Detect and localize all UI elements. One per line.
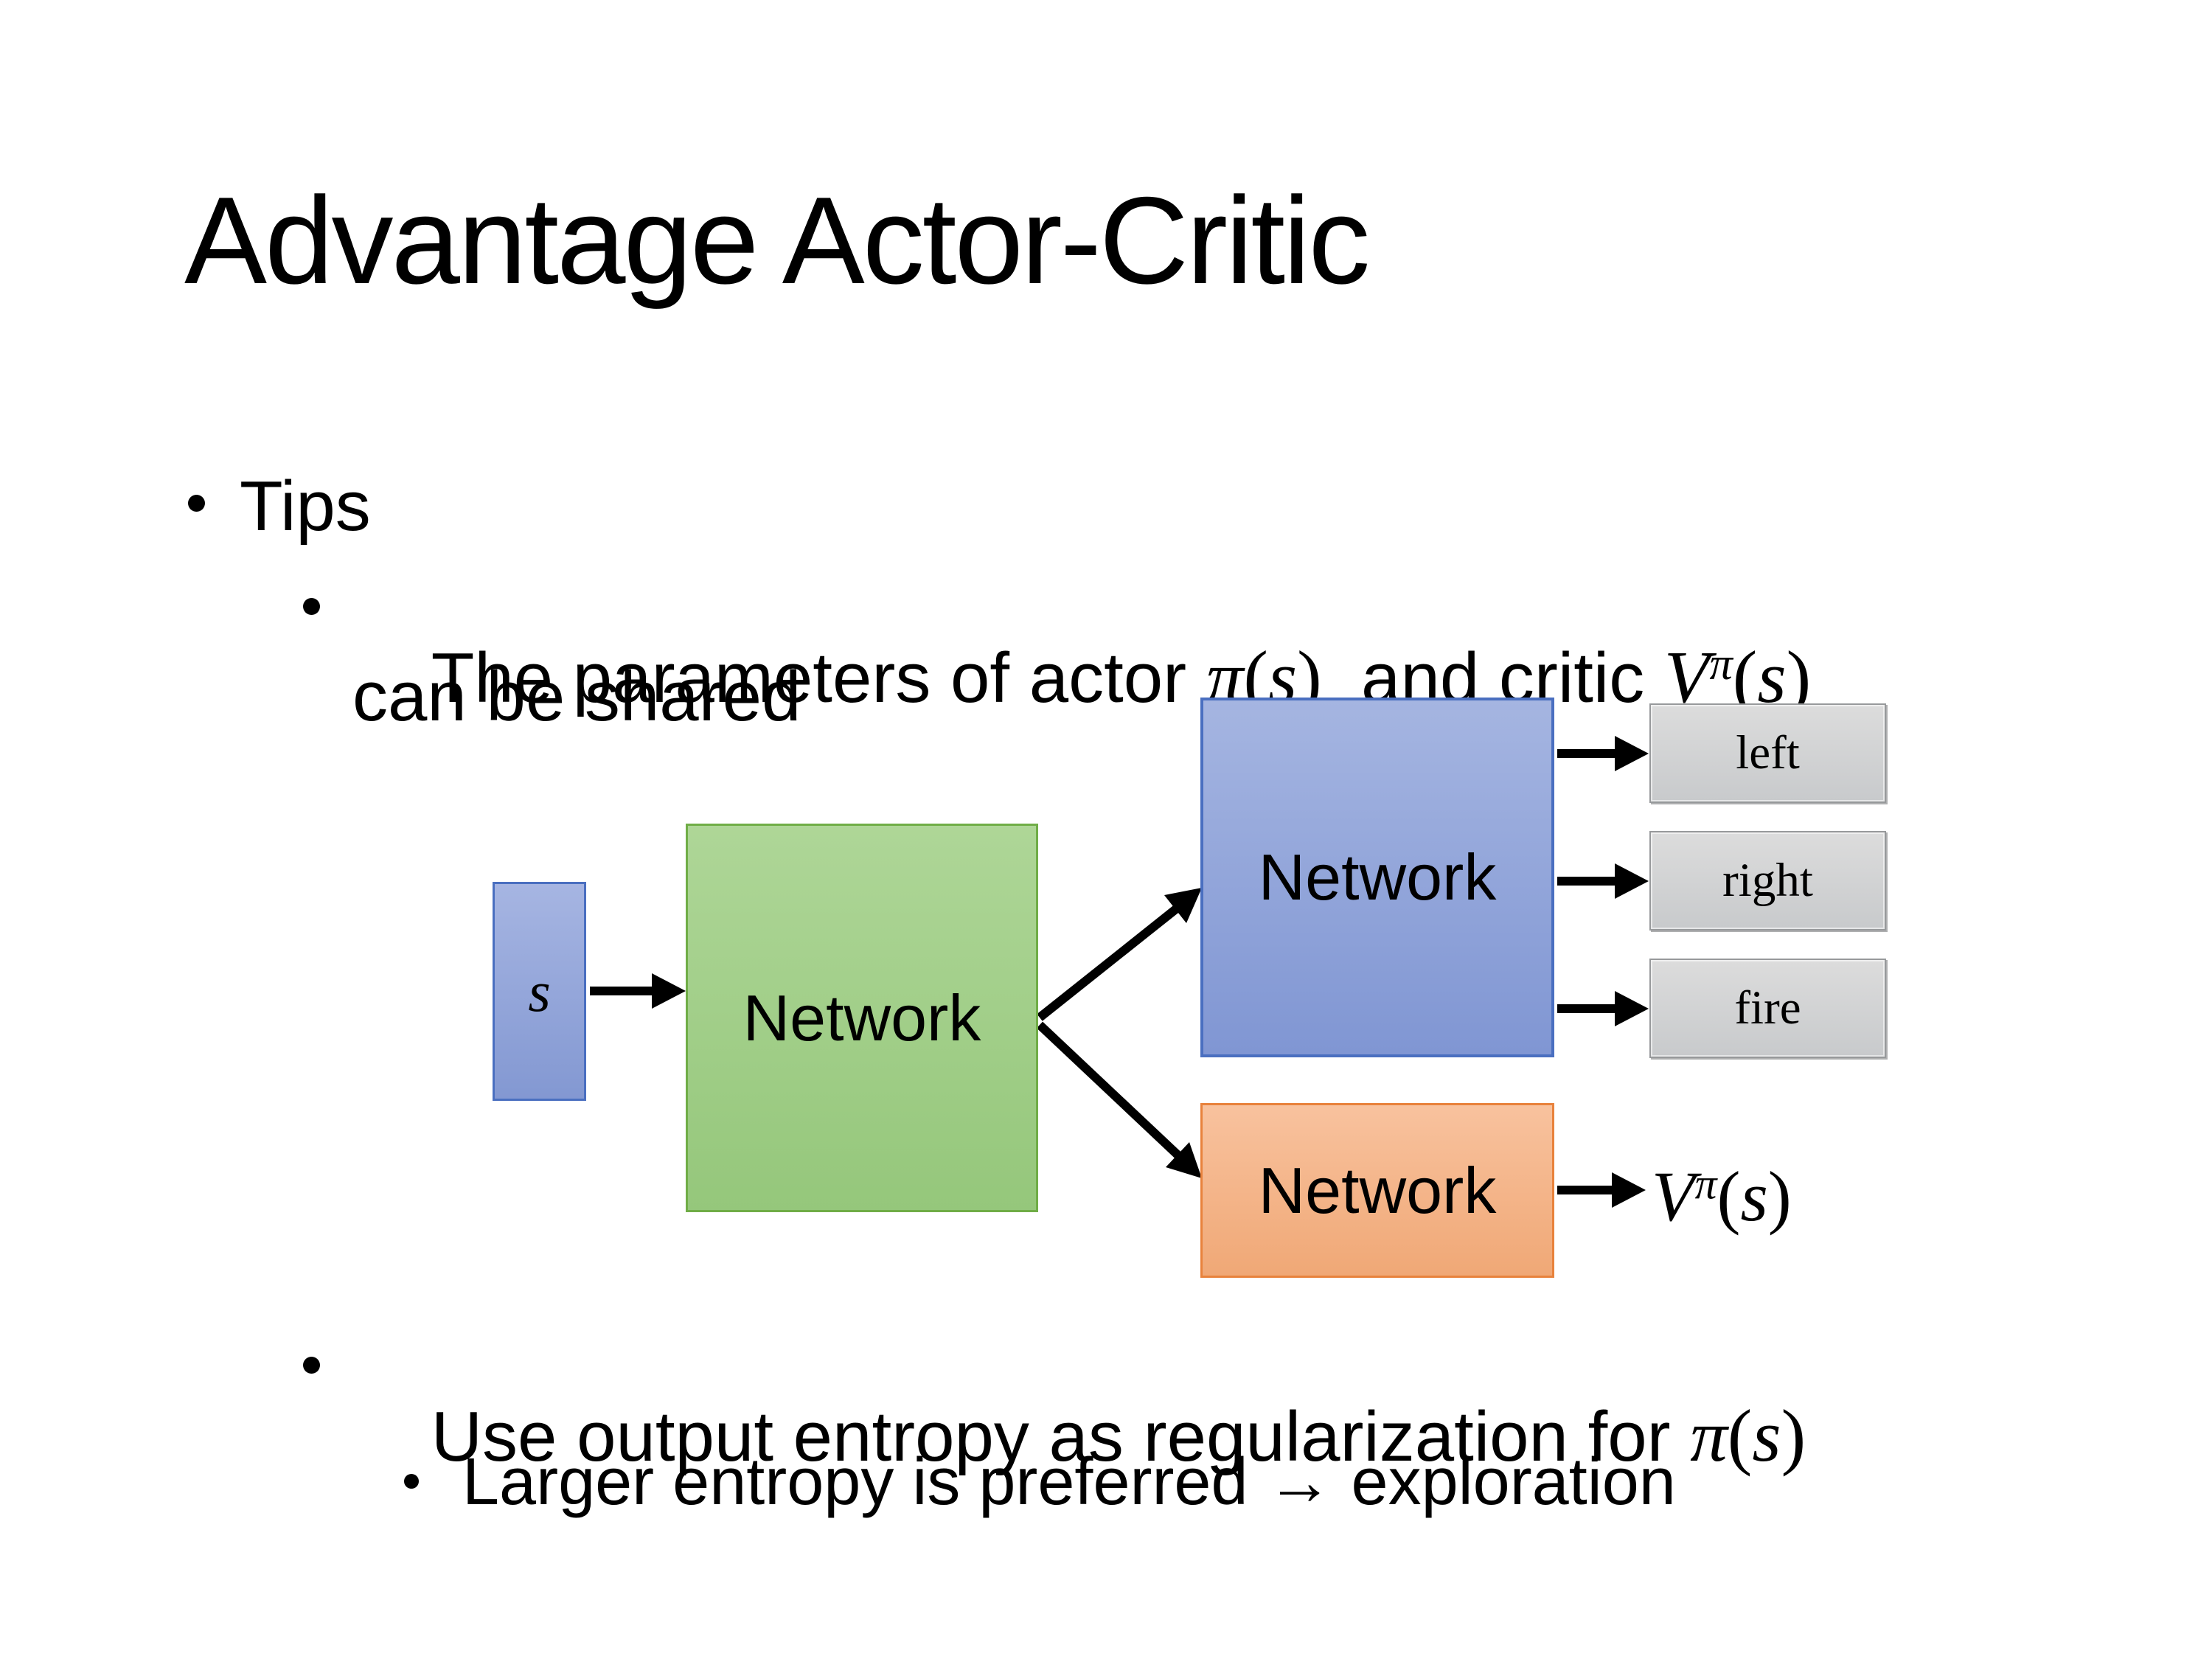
bullet-params-line2: can be shared	[352, 657, 801, 736]
bullet-icon	[404, 1474, 419, 1489]
action-label-right: right	[1722, 854, 1813, 907]
action-box-right: right	[1649, 831, 1886, 931]
bullet-entropy: Use output entropy as regularization for…	[352, 1331, 1806, 1543]
arrow-shared-to-critic-network	[1036, 1021, 1202, 1178]
slide-title: Advantage Actor-Critic	[184, 171, 1370, 310]
actor-network-label: Network	[1258, 841, 1497, 914]
math-policy-pi-s: π(s)	[1690, 1394, 1806, 1477]
action-label-left: left	[1736, 726, 1800, 779]
entropy-text-pre: Use output entropy as regularization for	[431, 1397, 1691, 1476]
params-text-pre: The parameters of actor	[431, 639, 1206, 717]
bullet-icon	[188, 495, 205, 512]
state-label: s	[528, 959, 551, 1023]
action-box-fire: fire	[1649, 959, 1886, 1058]
action-box-left: left	[1649, 703, 1886, 803]
arrow-critic-to-value	[1557, 1172, 1646, 1208]
math-critic-V-pi-s: Vπ(s)	[1663, 636, 1812, 718]
arrow-state-to-shared-network	[590, 973, 686, 1009]
bullet-larger-entropy: Larger entropy is preferred → exploratio…	[462, 1445, 1676, 1519]
actor-network-box: Network	[1200, 698, 1554, 1057]
bullet-icon	[303, 598, 320, 615]
arrow-actor-to-right	[1557, 863, 1649, 899]
state-box: s	[493, 882, 586, 1101]
bullet-icon	[303, 1357, 320, 1374]
critic-network-box: Network	[1200, 1103, 1554, 1278]
arrow-actor-to-fire	[1557, 991, 1649, 1026]
critic-network-label: Network	[1258, 1153, 1497, 1227]
action-label-fire: fire	[1734, 981, 1801, 1034]
arrow-shared-to-actor-network	[1037, 888, 1202, 1021]
critic-output-label: Vπ(s)	[1652, 1157, 1792, 1236]
bullet-tips: Tips	[240, 467, 371, 546]
shared-network-box: Network	[686, 824, 1038, 1212]
shared-network-label: Network	[742, 981, 981, 1054]
